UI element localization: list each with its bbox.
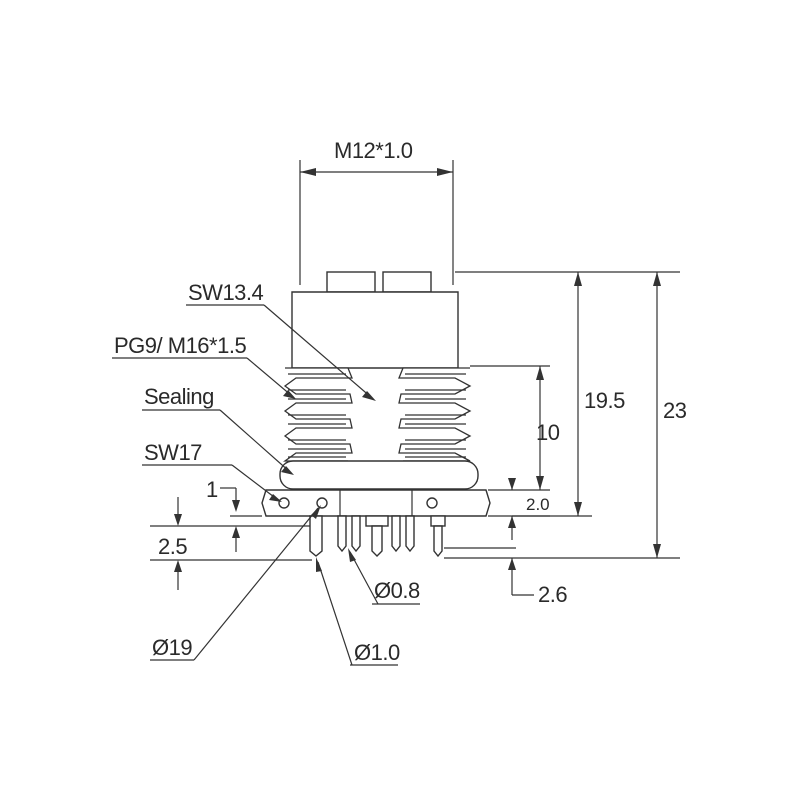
label-2-0: 2.0 <box>526 495 550 514</box>
leader-pcd: Ø19 <box>150 505 321 661</box>
dim-10: 10 <box>470 365 560 491</box>
label-19-5: 19.5 <box>584 388 625 413</box>
pin-2 <box>337 515 347 553</box>
label-sw17: SW17 <box>144 440 202 465</box>
pin-right-collar <box>430 515 446 527</box>
label-2-6: 2.6 <box>538 582 567 607</box>
label-m12: M12*1.0 <box>334 138 413 163</box>
label-sw13: SW13.4 <box>188 280 264 305</box>
label-23: 23 <box>663 398 687 423</box>
pin-6 <box>405 515 415 553</box>
leader-pin-small: Ø0.8 <box>348 548 420 605</box>
leader-sw17: SW17 <box>142 440 282 502</box>
top-contact-block-left <box>326 271 376 293</box>
leader-sealing: Sealing <box>142 384 294 475</box>
pin-7 <box>433 525 443 558</box>
pin-4 <box>371 525 383 557</box>
nut-hole-left <box>278 497 290 509</box>
leader-pin-large: Ø1.0 <box>316 557 400 666</box>
dim-23: 23 <box>444 272 687 559</box>
hex-nut-flange <box>261 489 491 517</box>
label-pg9: PG9/ M16*1.5 <box>114 333 246 358</box>
label-2-5: 2.5 <box>158 534 187 559</box>
dim-m12: M12*1.0 <box>299 138 454 285</box>
dim-19-5: 19.5 <box>455 271 680 517</box>
pin-1 <box>309 515 323 557</box>
pin-3 <box>351 515 361 553</box>
thread-left-flanks <box>288 373 346 458</box>
label-pin-large: Ø1.0 <box>354 640 400 665</box>
upper-housing <box>291 291 459 369</box>
top-contact-block-right <box>382 271 432 293</box>
pcb-pins <box>309 515 446 558</box>
label-10: 10 <box>536 420 560 445</box>
thread-right <box>398 367 472 462</box>
leader-sw13: SW13.4 <box>186 280 376 401</box>
connector-body <box>261 271 491 517</box>
thread-right-flanks <box>405 373 466 458</box>
nut-hole-right <box>426 497 438 509</box>
leader-pg9: PG9/ M16*1.5 <box>112 333 296 399</box>
label-1: 1 <box>206 477 218 502</box>
nut-hole-middle <box>316 497 328 509</box>
pin-center-collar <box>365 515 389 527</box>
dim-left-bottom: 1 2.5 <box>150 477 312 590</box>
pin-5 <box>391 515 401 553</box>
label-pcd: Ø19 <box>152 635 192 660</box>
dim-2-6: 2.6 <box>444 547 568 607</box>
thread-left <box>283 367 353 462</box>
label-pin-small: Ø0.8 <box>374 578 420 603</box>
label-sealing: Sealing <box>144 384 214 409</box>
sealing-ring <box>279 460 479 490</box>
dim-2-0: 2.0 <box>508 478 550 540</box>
